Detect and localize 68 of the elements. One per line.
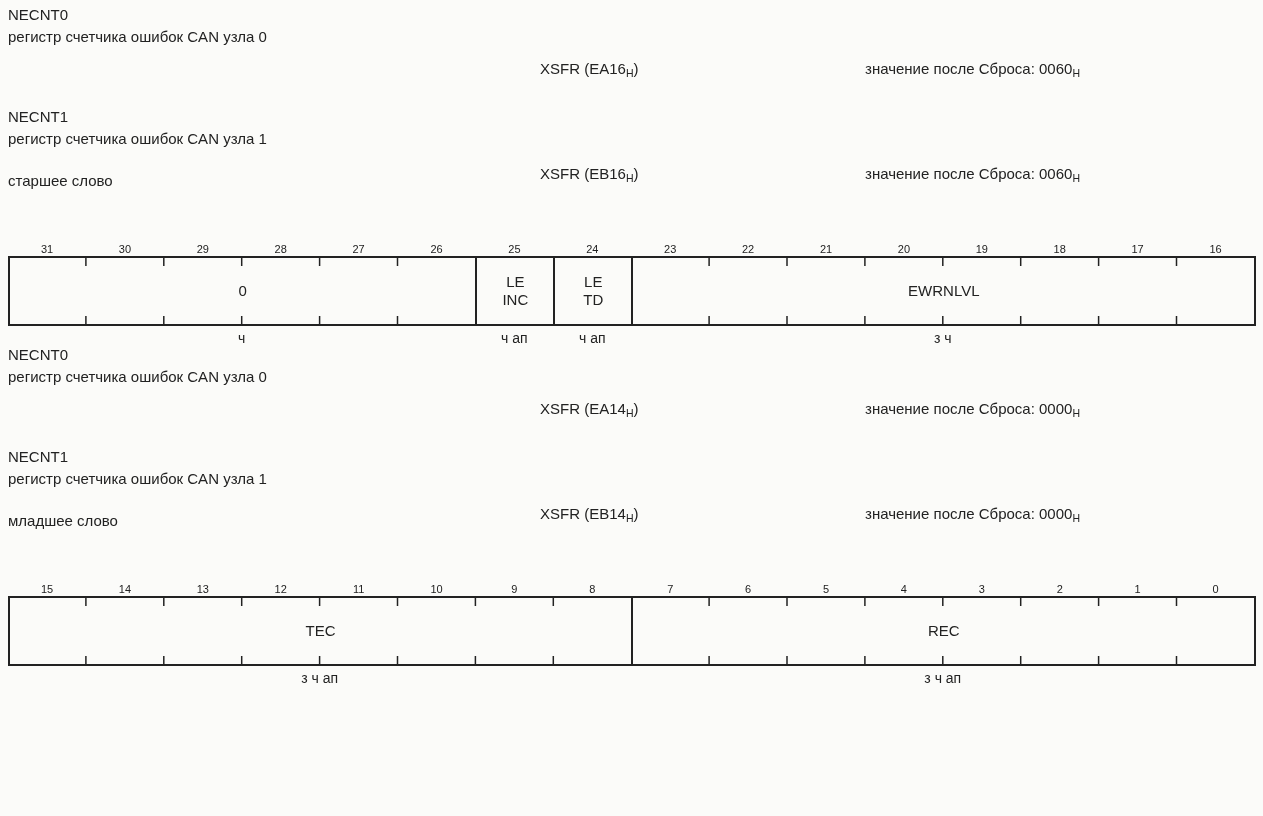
bit-field: [631, 596, 1257, 666]
bit-field: [631, 256, 1257, 326]
bit-number: 29: [195, 242, 210, 257]
access-type: ч: [237, 330, 247, 346]
access-type: з ч ап: [923, 670, 963, 686]
bit-number: 20: [896, 242, 911, 257]
bit-field: [553, 256, 634, 326]
bit-number: 19: [974, 242, 989, 257]
bit-number: 10: [429, 582, 444, 597]
bit-number: 3: [977, 582, 986, 597]
reset-value: значение после Сброса: 0060$_{H}$: [865, 60, 1080, 78]
bit-number: 14: [117, 582, 132, 597]
field-name: REC: [927, 622, 960, 640]
word-label: старшее слово: [8, 172, 113, 190]
register-description: регистр счетчика ошибок CAN узла 1: [8, 470, 267, 488]
bit-field: [475, 256, 556, 326]
reset-value: значение после Сброса: 0000$_{H}$: [865, 400, 1080, 418]
register-description: регистр счетчика ошибок CAN узла 0: [8, 368, 267, 386]
bit-number: 15: [39, 582, 55, 597]
access-type: з ч ап: [300, 670, 339, 686]
bit-number: 13: [195, 582, 210, 597]
access-type: ч ап: [577, 330, 607, 346]
register-name: NECNT1: [8, 448, 68, 466]
register-address: XSFR (EA16$_{H}$): [540, 60, 639, 78]
field-name: TEC: [305, 622, 336, 640]
bit-number: 23: [663, 242, 678, 257]
bit-number: 24: [585, 242, 600, 257]
bit-number: 30: [117, 242, 132, 257]
bit-number: 21: [818, 242, 834, 257]
bit-number: 17: [1130, 242, 1145, 257]
bit-number: 4: [899, 582, 908, 597]
field-name: LE TD: [582, 273, 605, 309]
register-description: регистр счетчика ошибок CAN узла 0: [8, 28, 267, 46]
register-name: NECNT1: [8, 108, 68, 126]
field-name: EWRNLVL: [908, 282, 980, 300]
register-address: XSFR (EB16$_{H}$): [540, 165, 639, 183]
register-name: NECNT0: [8, 346, 68, 364]
bit-number: 11: [351, 582, 366, 597]
bit-number: 31: [39, 242, 55, 257]
bit-number: 8: [588, 582, 597, 597]
word-label: младшее слово: [8, 512, 118, 530]
field-name: 0: [238, 282, 247, 300]
register-address: XSFR (EA14$_{H}$): [540, 400, 639, 418]
bit-number: 16: [1208, 242, 1223, 257]
bit-number: 22: [740, 242, 756, 257]
bit-number: 2: [1055, 582, 1064, 597]
bit-field: [8, 256, 478, 326]
bit-field: [8, 596, 634, 666]
bit-number: 25: [507, 242, 522, 257]
access-type: ч ап: [500, 330, 529, 346]
bit-number: 28: [273, 242, 288, 257]
register-description: регистр счетчика ошибок CAN узла 1: [8, 130, 267, 148]
bit-number: 7: [666, 582, 675, 597]
bit-number: 18: [1052, 242, 1067, 257]
bit-number: 26: [429, 242, 444, 257]
bit-number: 9: [510, 582, 519, 597]
reset-value: значение после Сброса: 0060$_{H}$: [865, 165, 1080, 183]
bit-number: 5: [821, 582, 831, 597]
bit-number: 0: [1211, 582, 1220, 597]
bit-number: 27: [351, 242, 366, 257]
bit-number: 6: [744, 582, 753, 597]
reset-value: значение после Сброса: 0000$_{H}$: [865, 505, 1080, 523]
register-name: NECNT0: [8, 6, 68, 24]
register-address: XSFR (EB14$_{H}$): [540, 505, 639, 523]
bit-number: 12: [273, 582, 288, 597]
access-type: з ч: [932, 330, 953, 346]
bit-number: 1: [1133, 582, 1142, 597]
field-name: LE INC: [501, 273, 530, 309]
